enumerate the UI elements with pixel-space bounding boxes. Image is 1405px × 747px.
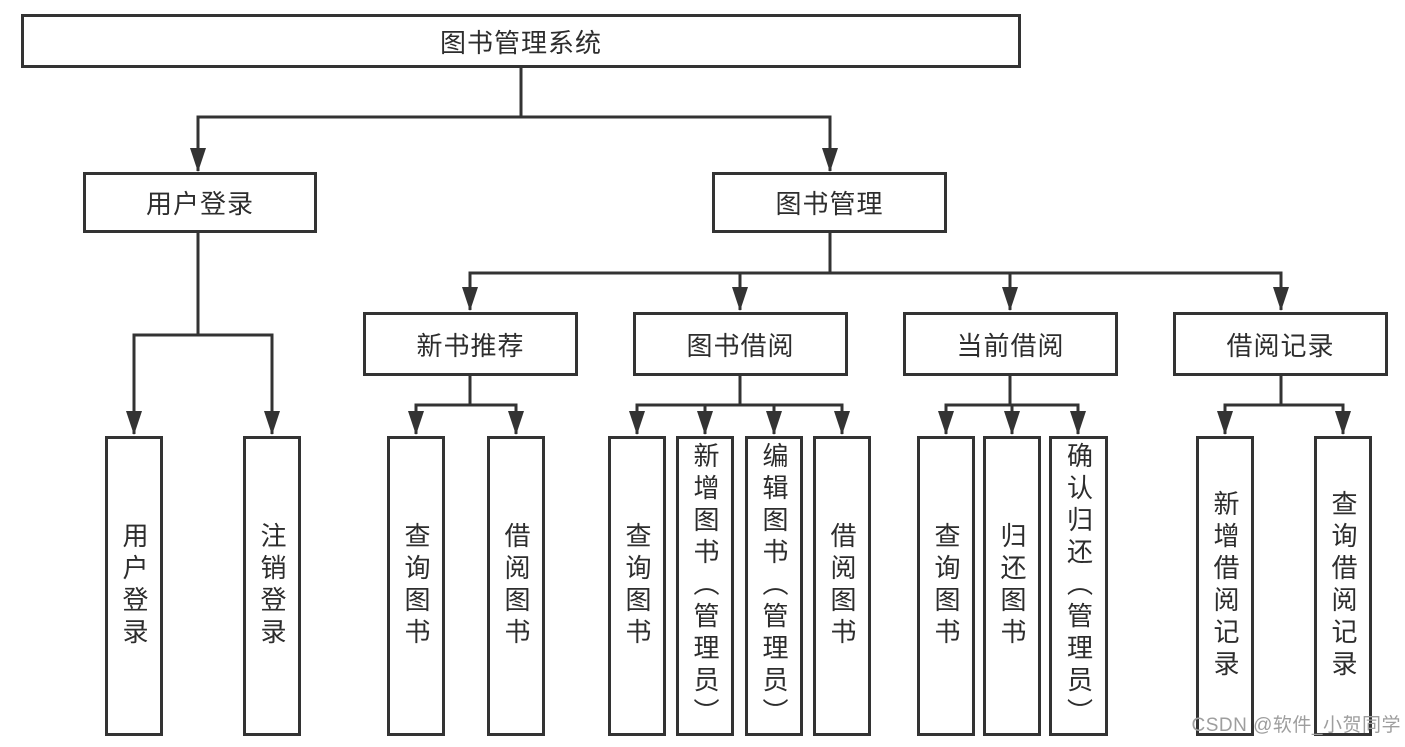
- leaf-bb-query-books-label: 查询图书: [622, 522, 652, 650]
- leaf-bb-borrow-books-label: 借阅图书: [827, 522, 857, 650]
- leaf-nb-query-books-label: 查询图书: [401, 522, 431, 650]
- leaf-bb-query-books: 查询图书: [608, 436, 666, 736]
- leaf-cb-confirm-return-admin: 确认归还（管理员）: [1049, 436, 1108, 736]
- leaf-br-query-record: 查询借阅记录: [1314, 436, 1372, 736]
- leaf-logout-label: 注销登录: [257, 522, 287, 650]
- node-book-management: 图书管理: [712, 172, 947, 233]
- leaf-user-login: 用户登录: [105, 436, 163, 736]
- leaf-nb-borrow-books: 借阅图书: [487, 436, 545, 736]
- leaf-bb-borrow-books: 借阅图书: [813, 436, 871, 736]
- leaf-cb-confirm-return-admin-label: 确认归还（管理员）: [1063, 442, 1094, 730]
- leaf-br-query-record-label: 查询借阅记录: [1328, 490, 1358, 682]
- node-root: 图书管理系统: [21, 14, 1021, 68]
- leaf-bb-add-books-admin: 新增图书（管理员）: [676, 436, 734, 736]
- leaf-nb-borrow-books-label: 借阅图书: [501, 522, 531, 650]
- leaf-cb-query-books: 查询图书: [917, 436, 975, 736]
- node-new-book-recommend: 新书推荐: [363, 312, 578, 376]
- leaf-bb-edit-books-admin: 编辑图书（管理员）: [745, 436, 803, 736]
- leaf-cb-return-books-label: 归还图书: [997, 522, 1027, 650]
- leaf-logout: 注销登录: [243, 436, 301, 736]
- leaf-cb-return-books: 归还图书: [983, 436, 1041, 736]
- leaf-cb-query-books-label: 查询图书: [931, 522, 961, 650]
- leaf-bb-edit-books-admin-label: 编辑图书（管理员）: [759, 442, 789, 730]
- leaf-br-add-record-label: 新增借阅记录: [1210, 490, 1240, 682]
- watermark: CSDN @软件_小贺同学: [1191, 715, 1401, 736]
- leaf-bb-add-books-admin-label: 新增图书（管理员）: [690, 442, 720, 730]
- node-book-borrow: 图书借阅: [633, 312, 848, 376]
- leaf-br-add-record: 新增借阅记录: [1196, 436, 1254, 736]
- node-current-borrow: 当前借阅: [903, 312, 1118, 376]
- leaf-user-login-label: 用户登录: [119, 522, 149, 650]
- node-borrow-record: 借阅记录: [1173, 312, 1388, 376]
- node-user-login: 用户登录: [83, 172, 317, 233]
- leaf-nb-query-books: 查询图书: [387, 436, 445, 736]
